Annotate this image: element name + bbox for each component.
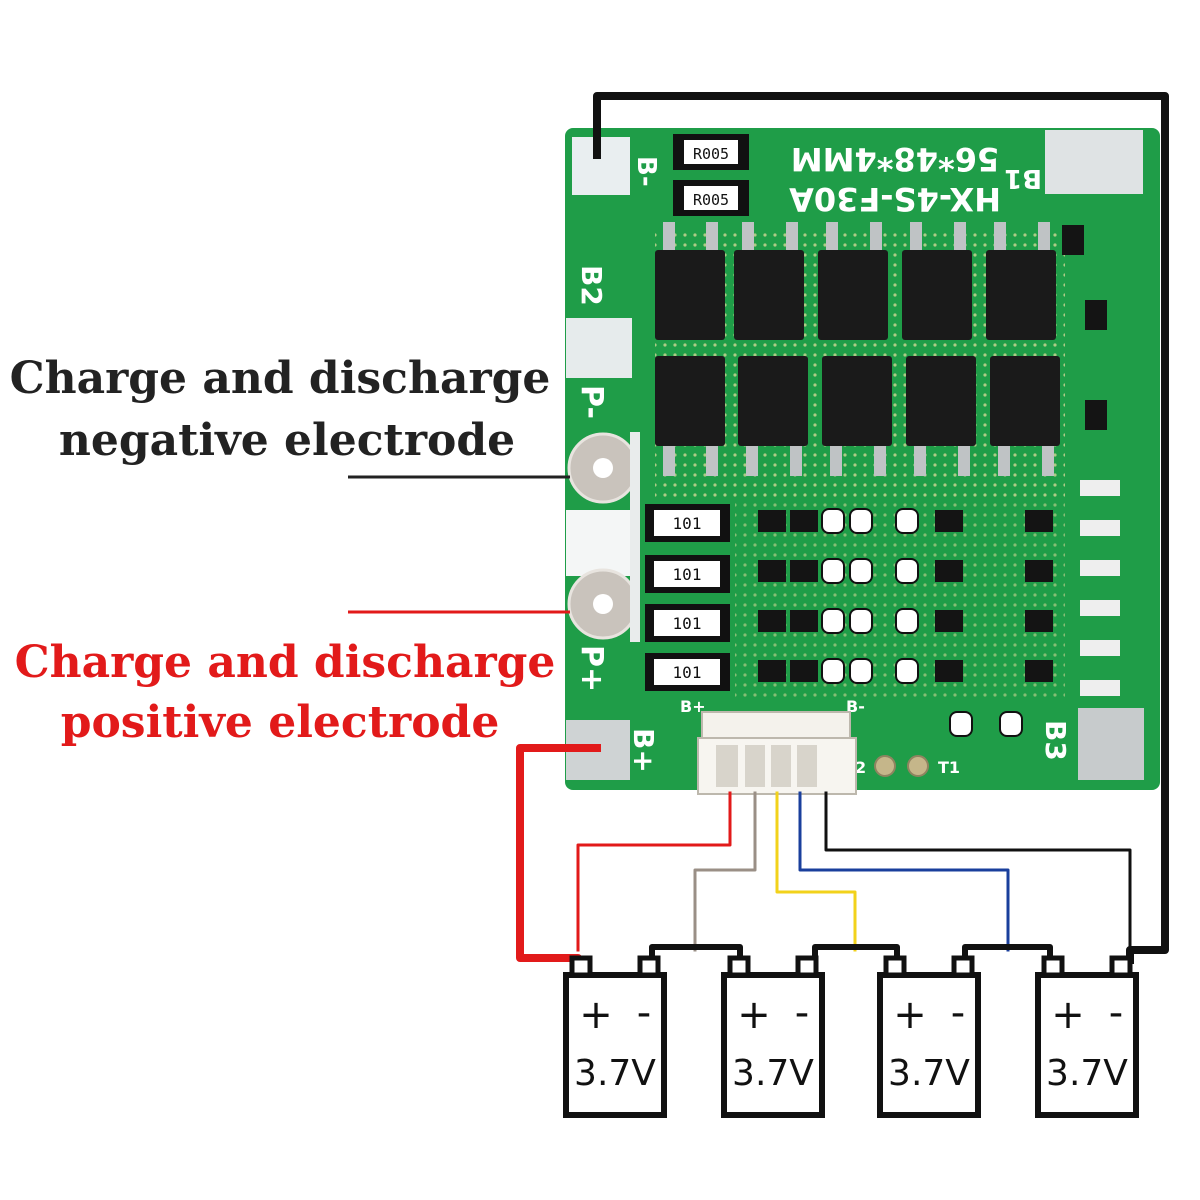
shunt-resistor-2: R005 [673,180,749,216]
capacitors [821,508,1023,737]
wire-bal-black [824,791,1132,952]
balance-resistor-1: 101 [645,504,730,542]
balance-resistor-2: 101 [645,555,730,593]
battery-1-minus: - [637,990,651,1036]
battery-4-minus: - [1109,990,1123,1036]
svg-text:R005: R005 [693,145,729,163]
balance-connector [697,711,857,795]
positive-label-line2: positive electrode [61,697,500,748]
mosfet-row-top [655,222,1056,340]
label-b1: B1 [1004,163,1042,193]
pcb-board: B- B1 B2 P- P+ B+ B3 B+ B- 2 T1 56*48*4M… [565,128,1160,795]
p-plus-eyelet [567,568,639,640]
label-model: HX-4S-F30A [789,180,1001,218]
battery-1: + - 3.7V [563,955,667,1118]
label-conn-b-plus: B+ [680,697,706,716]
balance-resistors: 101 101 101 101 [645,504,730,691]
balance-resistor-3: 101 [645,604,730,642]
svg-text:101: 101 [673,514,702,533]
label-size: 56*48*4MM [791,140,999,178]
p-minus-eyelet [567,432,639,504]
battery-1-plus: + [579,992,613,1038]
mosfet-row-bottom [655,356,1060,476]
wire-black-main [593,92,1169,964]
pad-b2 [566,318,632,378]
negative-label-line1: Charge and discharge [10,353,551,404]
battery-4-plus: + [1051,992,1085,1038]
copper-strip [630,432,640,642]
wire-bal-gray [693,791,757,952]
shunt-resistor-1: R005 [673,134,749,170]
label-b2: B2 [575,265,608,306]
wire-bal-red [576,791,732,952]
test-points [874,755,929,777]
label-t2: 2 [855,758,866,777]
svg-text:R005: R005 [693,191,729,209]
negative-label-line2: negative electrode [59,415,515,466]
wire-bal-yellow [775,791,857,952]
svg-text:101: 101 [673,614,702,633]
pad-b3 [1078,708,1144,780]
negative-electrode-label: Charge and discharge negative electrode [10,353,570,479]
pad-balance [566,510,632,576]
positive-electrode-label: Charge and discharge positive electrode [15,610,570,748]
battery-3-minus: - [951,990,965,1036]
battery-3-plus: + [893,992,927,1038]
battery-3: + - 3.7V [877,955,981,1118]
balance-resistor-4: 101 [645,653,730,691]
label-b3: B3 [1039,720,1072,761]
label-b-plus: B+ [627,728,660,773]
pad-b1 [1045,130,1143,194]
label-b-minus: B- [631,156,661,187]
battery-2-voltage: 3.7V [732,1053,814,1094]
wire-bal-blue [798,791,1010,952]
smd-components [758,225,1120,696]
battery-4: + - 3.7V [1035,955,1139,1118]
positive-label-line1: Charge and discharge [15,637,556,688]
label-p-plus: P+ [574,645,609,692]
battery-2-plus: + [737,992,771,1038]
label-p-minus: P- [574,385,609,419]
battery-2: + - 3.7V [721,955,825,1118]
battery-1-voltage: 3.7V [574,1053,656,1094]
svg-text:101: 101 [673,565,702,584]
svg-text:101: 101 [673,663,702,682]
label-t1: T1 [938,758,960,777]
battery-3-voltage: 3.7V [888,1053,970,1094]
battery-4-voltage: 3.7V [1046,1053,1128,1094]
battery-2-minus: - [795,990,809,1036]
